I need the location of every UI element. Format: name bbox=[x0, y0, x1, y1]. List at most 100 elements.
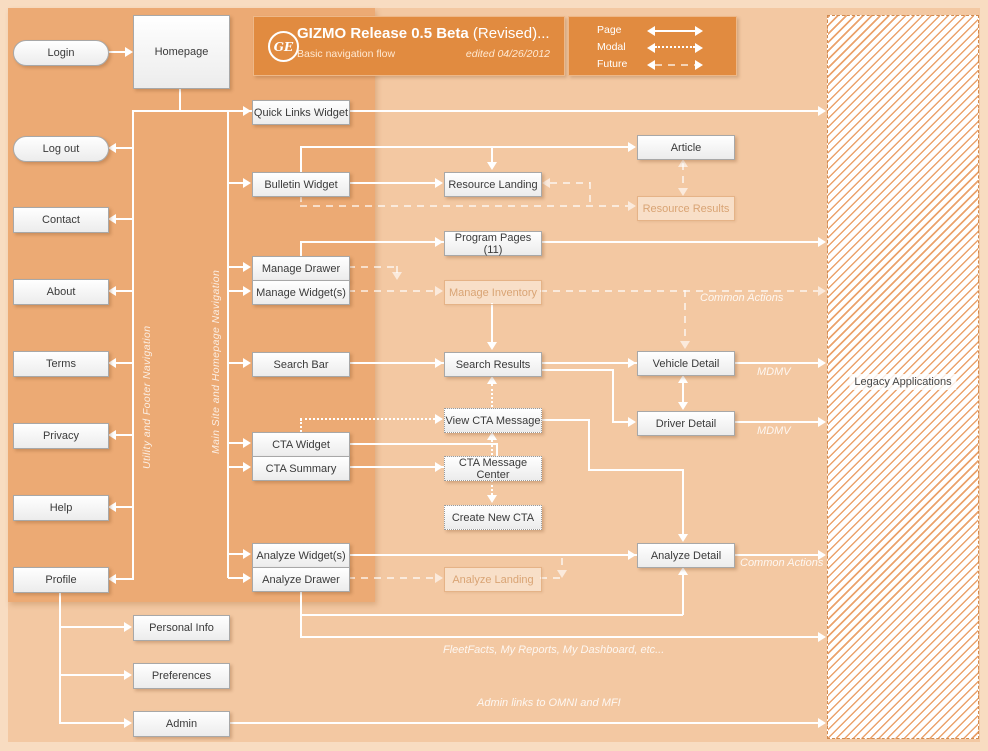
arrowhead bbox=[435, 286, 443, 296]
connector bbox=[133, 110, 818, 112]
node-cta-message-center[interactable]: CTA Message Center bbox=[444, 456, 542, 481]
connector bbox=[540, 369, 612, 371]
node-manage-drawer[interactable]: Manage Drawer bbox=[252, 256, 350, 281]
connector bbox=[588, 419, 590, 470]
connector-modal bbox=[300, 419, 302, 432]
connector bbox=[116, 578, 132, 580]
connector-future bbox=[348, 266, 397, 268]
node-article[interactable]: Article bbox=[637, 135, 735, 160]
node-view-cta-message[interactable]: View CTA Message bbox=[444, 408, 542, 433]
node-admin[interactable]: Admin bbox=[133, 711, 230, 737]
arrowhead bbox=[487, 432, 497, 440]
connector bbox=[491, 303, 493, 342]
arrowhead bbox=[243, 106, 251, 116]
connector-future bbox=[540, 577, 562, 579]
connector bbox=[300, 614, 683, 616]
arrowhead bbox=[818, 286, 826, 296]
utility-footer-nav-label: Utility and Footer Navigation bbox=[141, 325, 153, 470]
node-search-bar[interactable]: Search Bar bbox=[252, 352, 350, 377]
connector bbox=[348, 554, 818, 556]
node-analyze-landing[interactable]: Analyze Landing bbox=[444, 567, 542, 592]
node-search-results[interactable]: Search Results bbox=[444, 352, 542, 377]
arrowhead bbox=[243, 573, 251, 583]
connector bbox=[116, 290, 132, 292]
node-profile[interactable]: Profile bbox=[13, 567, 109, 593]
main-site-nav-label: Main Site and Homepage Navigation bbox=[210, 269, 222, 455]
node-login[interactable]: Login bbox=[13, 40, 109, 66]
connector bbox=[733, 421, 818, 423]
connector-future bbox=[682, 163, 684, 189]
connector bbox=[682, 382, 684, 403]
node-manage-inventory[interactable]: Manage Inventory bbox=[444, 280, 542, 305]
connector bbox=[300, 242, 302, 256]
arrowhead bbox=[435, 178, 443, 188]
connector-modal bbox=[491, 480, 493, 495]
legend: Page Modal Future bbox=[568, 16, 737, 76]
connector-future bbox=[561, 558, 563, 570]
connector bbox=[179, 87, 181, 111]
node-preferences[interactable]: Preferences bbox=[133, 663, 230, 689]
node-about[interactable]: About bbox=[13, 279, 109, 305]
arrowhead bbox=[125, 47, 133, 57]
annotation-mdmv: MDMV bbox=[757, 425, 791, 437]
node-analyze-drawer[interactable]: Analyze Drawer bbox=[252, 567, 350, 592]
connector-future bbox=[550, 182, 590, 184]
node-cta-widget[interactable]: CTA Widget bbox=[252, 432, 350, 457]
connector bbox=[116, 147, 132, 149]
node-cta-summary[interactable]: CTA Summary bbox=[252, 456, 350, 481]
node-driver-detail[interactable]: Driver Detail bbox=[637, 411, 735, 436]
arrowhead bbox=[678, 534, 688, 542]
node-bulletin-widget[interactable]: Bulletin Widget bbox=[252, 172, 350, 197]
connector bbox=[540, 419, 588, 421]
title-bar: GE GIZMO Release 0.5 Beta (Revised)... B… bbox=[253, 16, 565, 76]
arrowhead bbox=[487, 495, 497, 503]
edited-date: edited 04/26/2012 bbox=[465, 48, 550, 60]
arrowhead bbox=[818, 417, 826, 427]
title-bold: GIZMO Release 0.5 Beta bbox=[297, 25, 469, 42]
node-logout[interactable]: Log out bbox=[13, 136, 109, 162]
connector bbox=[228, 442, 243, 444]
node-manage-widgets[interactable]: Manage Widget(s) bbox=[252, 280, 350, 305]
connector-future bbox=[396, 266, 398, 274]
arrowhead bbox=[243, 462, 251, 472]
connector bbox=[682, 469, 684, 535]
node-terms[interactable]: Terms bbox=[13, 351, 109, 377]
arrowhead bbox=[680, 341, 690, 349]
node-contact[interactable]: Contact bbox=[13, 207, 109, 233]
node-privacy[interactable]: Privacy bbox=[13, 423, 109, 449]
arrowhead bbox=[678, 375, 688, 383]
arrowhead bbox=[487, 162, 497, 170]
connector bbox=[116, 506, 132, 508]
connector bbox=[300, 146, 628, 148]
connector bbox=[300, 147, 302, 172]
legend-future-label: Future bbox=[597, 58, 628, 70]
arrowhead bbox=[487, 376, 497, 384]
node-resource-results[interactable]: Resource Results bbox=[637, 196, 735, 221]
node-help[interactable]: Help bbox=[13, 495, 109, 521]
node-personal-info[interactable]: Personal Info bbox=[133, 615, 230, 641]
node-program-pages[interactable]: Program Pages (11) bbox=[444, 231, 542, 256]
ge-logo-text: GE bbox=[273, 39, 294, 54]
arrowhead bbox=[647, 26, 655, 36]
connector-future bbox=[540, 290, 818, 292]
node-legacy-applications[interactable]: Legacy Applications bbox=[827, 15, 979, 739]
node-resource-landing[interactable]: Resource Landing bbox=[444, 172, 542, 197]
node-homepage[interactable]: Homepage bbox=[133, 15, 230, 89]
connector-modal bbox=[491, 440, 493, 455]
node-vehicle-detail[interactable]: Vehicle Detail bbox=[637, 351, 735, 376]
node-quick-links-widget[interactable]: Quick Links Widget bbox=[252, 100, 350, 125]
node-create-new-cta[interactable]: Create New CTA bbox=[444, 505, 542, 530]
arrowhead bbox=[628, 142, 636, 152]
connector bbox=[116, 218, 132, 220]
arrowhead bbox=[557, 570, 567, 578]
annotation-common-actions: Common Actions bbox=[700, 292, 784, 304]
arrowhead bbox=[108, 502, 116, 512]
arrowhead bbox=[818, 106, 826, 116]
arrowhead bbox=[108, 358, 116, 368]
arrowhead bbox=[487, 342, 497, 350]
node-analyze-detail[interactable]: Analyze Detail bbox=[637, 543, 735, 568]
arrowhead bbox=[695, 60, 703, 70]
connector bbox=[228, 722, 818, 724]
node-analyze-widgets[interactable]: Analyze Widget(s) bbox=[252, 543, 350, 568]
